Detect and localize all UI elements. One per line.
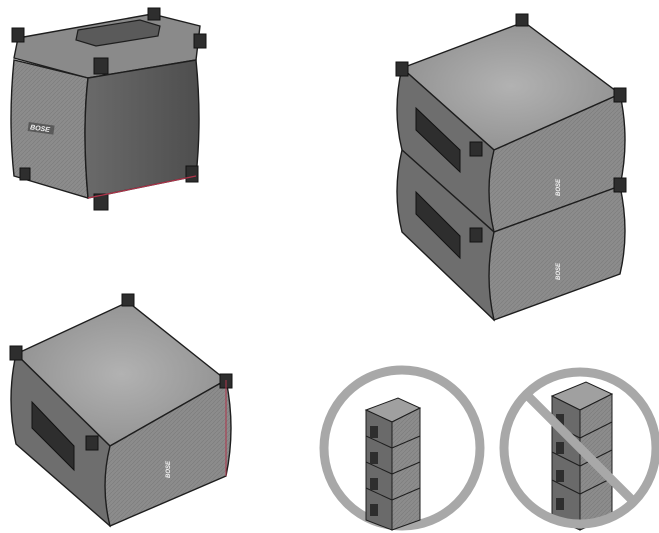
corner-foot	[185, 165, 199, 183]
corner-foot	[613, 87, 627, 103]
brand-logo: BOSE	[556, 178, 562, 196]
corner-foot	[93, 193, 109, 211]
tall-stack-prohibited	[499, 367, 659, 531]
corner-foot	[9, 345, 23, 361]
corner-foot	[147, 7, 161, 21]
corner-foot	[395, 61, 409, 77]
accent-trim	[87, 175, 197, 199]
corner-foot	[193, 33, 207, 49]
brand-logo: BOSE	[27, 122, 55, 135]
corner-foot	[93, 57, 109, 75]
corner-foot	[121, 293, 135, 307]
carry-handle	[415, 190, 461, 260]
svg-text:BOSE: BOSE	[556, 178, 562, 196]
single-cabinet-on-side: BOSE	[9, 293, 233, 528]
carry-handle	[415, 106, 461, 174]
corner-foot	[613, 177, 627, 193]
corner-foot	[469, 141, 483, 157]
corner-foot	[85, 435, 99, 451]
brand-logo: BOSE	[556, 262, 562, 280]
carry-handle	[31, 400, 75, 472]
single-upright-cabinet: BOSE	[10, 7, 207, 211]
corner-foot	[19, 167, 31, 181]
svg-text:BOSE: BOSE	[166, 460, 172, 478]
front-grille	[488, 185, 626, 321]
stacked-cabinets-icon	[364, 397, 422, 531]
corner-foot	[515, 13, 529, 27]
svg-text:BOSE: BOSE	[556, 262, 562, 280]
svg-text:BOSE: BOSE	[30, 124, 51, 134]
corner-foot	[11, 27, 25, 43]
side-panel	[84, 59, 200, 199]
brand-logo: BOSE	[166, 460, 172, 478]
carry-handle	[75, 19, 161, 47]
two-stacked-cabinets: BOSE BOSE	[395, 13, 627, 322]
corner-foot	[469, 227, 483, 243]
no-symbol-icon	[499, 367, 659, 529]
tall-stack-allowed	[319, 365, 485, 531]
